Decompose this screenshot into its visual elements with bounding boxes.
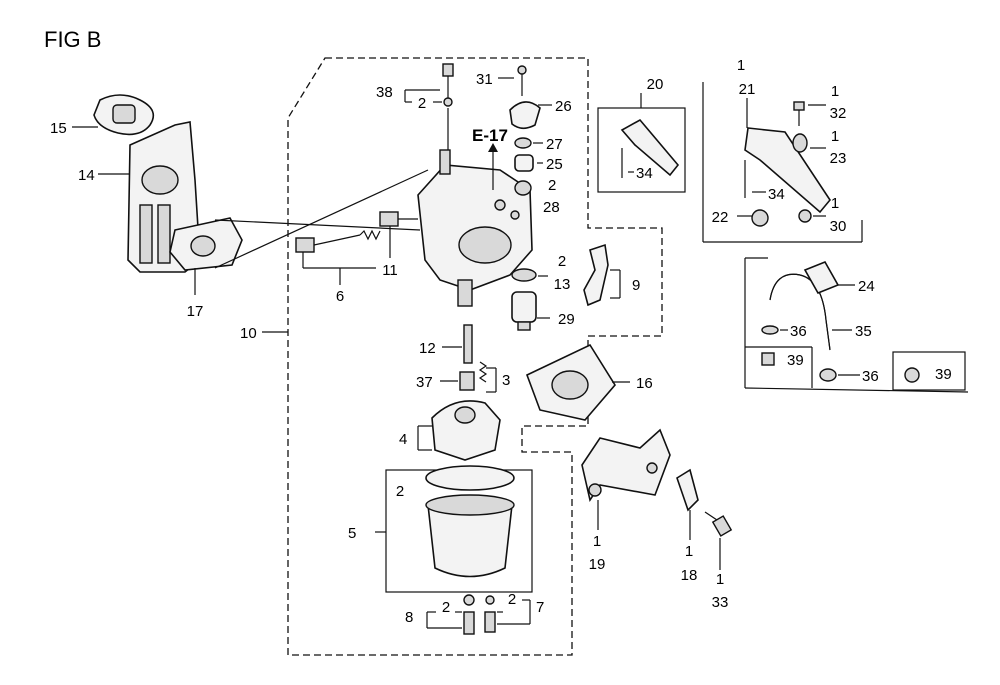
figure-title: FIG B [44,27,101,52]
part-19-bracket [581,428,671,502]
part-18-stay [676,468,699,512]
part-26-cover [509,65,541,130]
callout-labels: 1 21 1 32 1 23 1 30 34 22 20 34 24 36 35… [50,57,952,626]
svg-text:8: 8 [405,609,413,626]
part-4-float [431,400,501,461]
throttle-group-frame [702,82,863,243]
part-11-screw [379,211,418,227]
svg-text:2: 2 [396,483,404,500]
part-22-nut [751,209,769,227]
svg-text:5: 5 [348,525,356,542]
svg-text:1: 1 [831,83,839,100]
part-21-throttle-lever [744,127,831,214]
part-17-gasket [169,217,243,271]
svg-text:2: 2 [508,591,516,608]
part-29-seat [511,268,537,331]
svg-text:34: 34 [768,186,785,203]
svg-text:19: 19 [589,556,606,573]
part-39-screen-b [904,367,920,383]
carburetor-body [417,149,533,307]
svg-text:34: 34 [636,165,653,182]
svg-text:2: 2 [418,95,426,112]
svg-text:13: 13 [554,276,571,293]
svg-text:27: 27 [546,136,563,153]
svg-text:25: 25 [546,156,563,173]
part-7-screw [484,595,496,633]
part-39-screen-a [761,352,775,366]
svg-text:21: 21 [739,81,756,98]
svg-text:30: 30 [830,218,847,235]
svg-text:2: 2 [442,599,450,616]
svg-text:29: 29 [558,311,575,328]
svg-text:E-17: E-17 [472,126,508,145]
svg-text:6: 6 [336,288,344,305]
svg-text:20: 20 [647,76,664,93]
e17-arrow-icon [488,143,498,152]
part-24-clip [803,260,840,295]
part-12-pin [463,324,473,364]
svg-text:1: 1 [685,543,693,560]
svg-text:1: 1 [593,533,601,550]
part-9-float-arm [583,243,609,307]
svg-text:36: 36 [790,323,807,340]
svg-text:2: 2 [548,177,556,194]
svg-text:3: 3 [502,372,510,389]
svg-text:37: 37 [416,374,433,391]
svg-text:1: 1 [831,128,839,145]
svg-text:38: 38 [376,84,393,101]
part-16-gasket [525,343,616,421]
svg-text:16: 16 [636,375,653,392]
svg-text:36: 36 [862,368,879,385]
svg-text:2: 2 [558,253,566,270]
svg-text:10: 10 [240,325,257,342]
svg-text:23: 23 [830,150,847,167]
svg-text:31: 31 [476,71,493,88]
svg-text:11: 11 [382,262,398,279]
svg-text:7: 7 [536,599,544,616]
svg-text:28: 28 [543,199,560,216]
svg-text:39: 39 [787,352,804,369]
part-36-clip-a [761,325,779,335]
part-6-pilot-screw [295,229,381,253]
svg-text:17: 17 [187,303,204,320]
svg-text:14: 14 [78,167,95,184]
fuel-pipe-frame [744,257,969,393]
svg-text:18: 18 [681,567,698,584]
part-37-jet [459,361,488,391]
svg-text:1: 1 [737,57,745,74]
svg-text:26: 26 [555,98,572,115]
part-33-bolt [704,511,733,537]
svg-text:32: 32 [830,105,847,122]
part-32-screw [793,101,805,126]
svg-text:15: 15 [50,120,67,137]
part-8-drain-bolt [463,594,475,635]
svg-text:1: 1 [831,195,839,212]
svg-text:33: 33 [712,594,729,611]
svg-text:1: 1 [716,571,724,588]
part-36-clip-b [819,368,837,382]
svg-text:35: 35 [855,323,872,340]
svg-text:39: 39 [935,366,952,383]
part-30-nut [798,209,812,223]
part-38-screw [442,63,454,150]
svg-text:9: 9 [632,277,640,294]
svg-text:22: 22 [712,209,729,226]
svg-text:12: 12 [419,340,436,357]
svg-text:24: 24 [858,278,875,295]
part-35-fuel-pipe [769,273,831,351]
part-20-choke-lever [620,118,680,178]
parts-27-25-28 [514,137,534,196]
svg-text:4: 4 [399,431,407,448]
part-5-float-chamber [425,465,515,578]
part-23-spring [792,133,808,153]
part-15-gasket [93,94,155,136]
assembly-outline [287,57,663,656]
